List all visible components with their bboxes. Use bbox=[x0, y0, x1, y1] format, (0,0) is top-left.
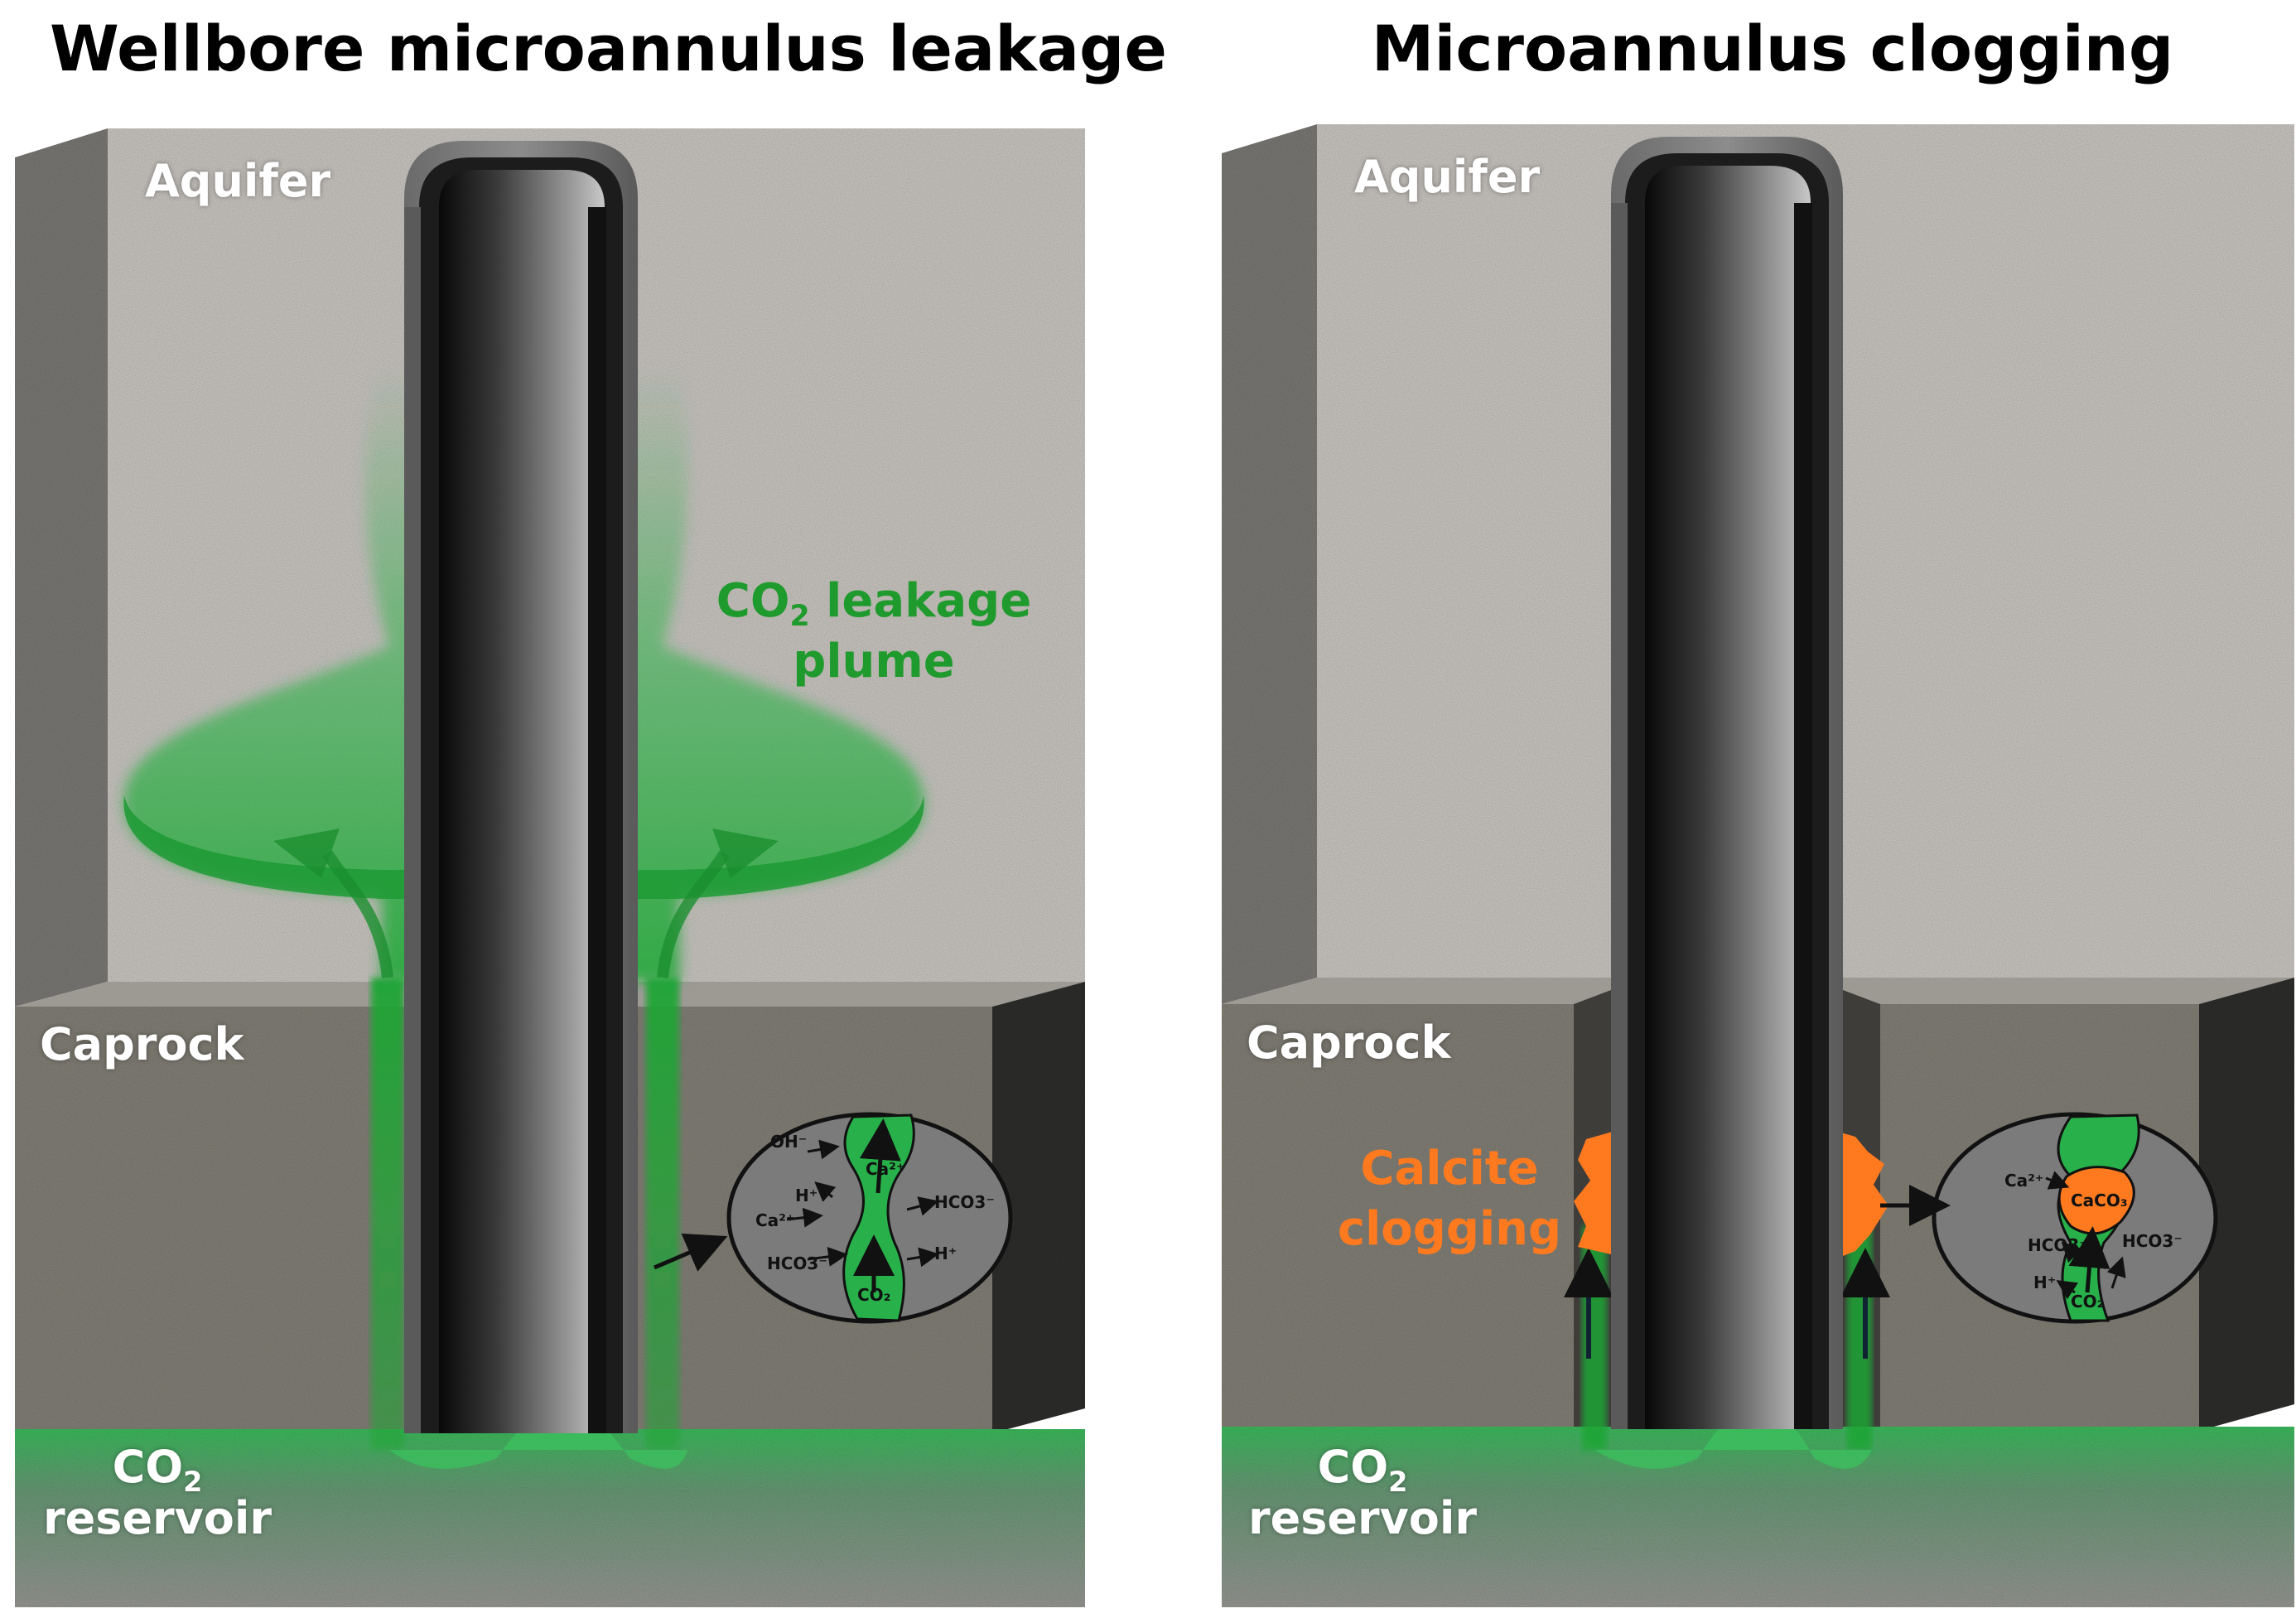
inset-h: H⁺ bbox=[795, 1186, 818, 1205]
inset-co2: CO₂ bbox=[2071, 1292, 2104, 1311]
caprock-label: Caprock bbox=[40, 1018, 244, 1070]
plume-text: plume bbox=[793, 634, 955, 688]
reservoir-text: reservoir bbox=[42, 1492, 273, 1545]
calcite-clogging-label: Calcite clogging bbox=[1325, 1139, 1574, 1260]
calcite-text: Calcite bbox=[1360, 1142, 1539, 1196]
reaction-inset: OH⁻ H⁺ Ca²⁺ HCO3⁻ Ca²⁺ HCO3⁻ H⁺ CO₂ bbox=[654, 1112, 1013, 1324]
inset-hco3-right: HCO3⁻ bbox=[934, 1192, 995, 1212]
plume-subscript: 2 bbox=[789, 600, 810, 634]
inset-co2: CO₂ bbox=[857, 1285, 890, 1305]
aquifer-label: Aquifer bbox=[145, 155, 331, 207]
co2-plume-label: CO2 leakage plume bbox=[700, 572, 1048, 693]
calcite-clogging bbox=[1574, 1131, 1888, 1259]
wellbore-pipe bbox=[1611, 137, 1843, 1429]
inset-ca-center: Ca²⁺ bbox=[866, 1159, 905, 1179]
reservoir-layer bbox=[1222, 1427, 2294, 1607]
aquifer-label: Aquifer bbox=[1354, 151, 1541, 203]
reservoir-co-text: CO bbox=[112, 1441, 184, 1493]
reaction-inset: Ca²⁺ CaCO₃ HCO3⁻ HCO3⁻ H⁺ CO₂ bbox=[1880, 1112, 2218, 1324]
co2-reservoir-label: CO2 reservoir bbox=[29, 1441, 286, 1545]
inset-hco3-right: HCO3⁻ bbox=[2122, 1231, 2183, 1251]
inset-ca-left: Ca²⁺ bbox=[755, 1210, 795, 1230]
clogging-text: clogging bbox=[1337, 1201, 1562, 1256]
inset-ca-left: Ca²⁺ bbox=[2004, 1171, 2044, 1191]
panel-title-clogging: Microannulus clogging bbox=[1371, 12, 2174, 85]
wellbore-pipe bbox=[404, 141, 638, 1433]
microannulus-co2 bbox=[1564, 1226, 1890, 1469]
plume-co-text: CO bbox=[716, 574, 790, 628]
panel-title-leakage: Wellbore microannulus leakage bbox=[50, 12, 1167, 85]
reservoir-layer bbox=[15, 1429, 1085, 1607]
caprock-label: Caprock bbox=[1247, 1017, 1451, 1069]
inset-hco3-left: HCO3⁻ bbox=[2028, 1235, 2088, 1255]
reservoir-subscript: 2 bbox=[183, 1465, 203, 1498]
inset-caco3: CaCO₃ bbox=[2071, 1191, 2128, 1210]
reservoir-co-text: CO bbox=[1317, 1441, 1389, 1493]
co2-reservoir-label: CO2 reservoir bbox=[1234, 1441, 1491, 1545]
inset-h: H⁺ bbox=[2033, 1273, 2056, 1292]
reservoir-subscript: 2 bbox=[1388, 1465, 1408, 1498]
inset-h2: H⁺ bbox=[934, 1244, 957, 1263]
panel-leakage: OH⁻ H⁺ Ca²⁺ HCO3⁻ Ca²⁺ HCO3⁻ H⁺ CO₂ bbox=[15, 128, 1085, 1607]
reservoir-text: reservoir bbox=[1247, 1492, 1478, 1545]
inset-hco3-left: HCO3⁻ bbox=[767, 1253, 827, 1273]
inset-oh: OH⁻ bbox=[770, 1132, 807, 1152]
plume-leakage-text: leakage bbox=[809, 574, 1032, 628]
panel-clogging: Ca²⁺ CaCO₃ HCO3⁻ HCO3⁻ H⁺ CO₂ bbox=[1222, 124, 2294, 1607]
